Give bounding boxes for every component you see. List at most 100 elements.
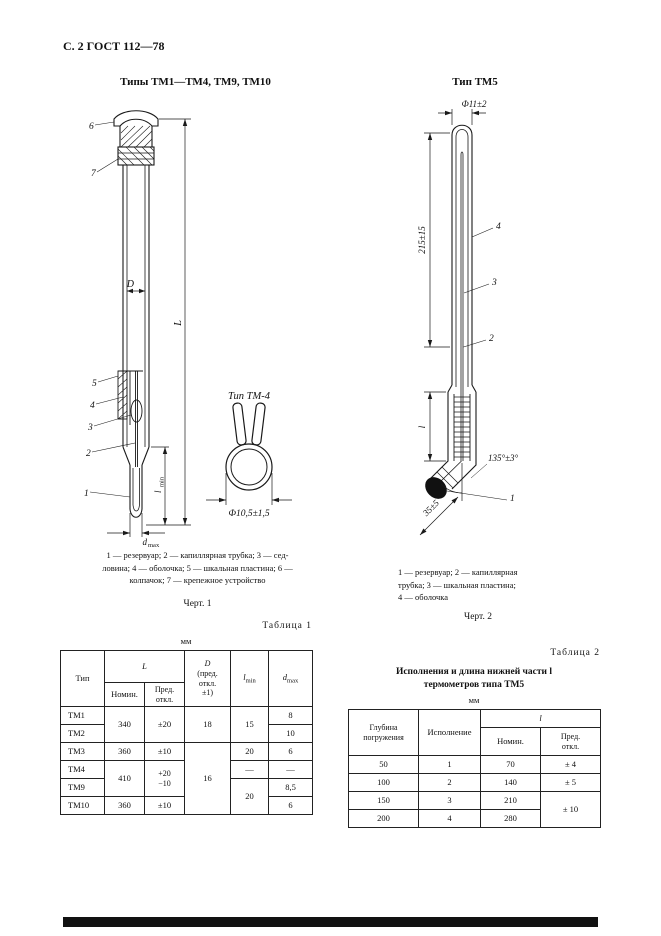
fig2-legend-line: 1 — резервуар; 2 — капиллярная bbox=[398, 567, 518, 577]
cell-type: ТМ1 bbox=[60, 706, 105, 725]
cell: 3 bbox=[418, 791, 481, 810]
table-row: Номин. Пред. откл. bbox=[61, 682, 313, 707]
cell: 8 bbox=[268, 706, 314, 725]
fig2-dim-width: 35±5 bbox=[420, 497, 441, 518]
table-row: Тип L D (пред. откл. ±1) lmin dmax bbox=[60, 650, 314, 707]
cell-type: ТМ3 bbox=[60, 742, 105, 761]
cell: ±20 bbox=[143, 706, 186, 743]
fig1-dim-dmax-sub: max bbox=[148, 542, 160, 549]
fig2-part-label-1: 1 bbox=[510, 494, 515, 504]
fig1-title: Типы ТМ1—ТМ4, ТМ9, ТМ10 bbox=[120, 76, 271, 88]
cell: ±10 bbox=[143, 742, 186, 761]
header-cell: Исполнение bbox=[418, 709, 481, 756]
header-cell: l bbox=[480, 709, 601, 728]
fig2-dimensions bbox=[419, 109, 488, 536]
cell-type: ТМ10 bbox=[60, 796, 105, 815]
fig1-part-label-5: 5 bbox=[92, 379, 97, 389]
table-row: 50 1 70 ± 4 bbox=[348, 755, 601, 774]
table1: Тип L D (пред. откл. ±1) lmin dmax Номин… bbox=[60, 650, 314, 815]
fig1-dim-lmin-sub: min bbox=[159, 476, 166, 487]
fig2-part-leaders bbox=[446, 227, 508, 501]
cell: — bbox=[268, 760, 314, 779]
cell: 340 bbox=[104, 706, 145, 743]
table2-title-line: термометров типа ТМ5 bbox=[423, 680, 525, 690]
fig1-dim-dmax-base: d bbox=[143, 537, 148, 547]
header-cell: Номин. bbox=[480, 727, 541, 756]
cell-type: ТМ2 bbox=[60, 724, 105, 743]
cell: 2 bbox=[418, 773, 481, 792]
fig2-part-label-3: 3 bbox=[491, 278, 497, 288]
fig2-dim-height: 215±15 bbox=[417, 226, 427, 254]
fig1-legend-line: ловина; 4 — оболочка; 5 — шкальная пласт… bbox=[102, 562, 293, 573]
header-cell: L bbox=[103, 650, 186, 683]
cell: 70 bbox=[480, 755, 541, 774]
fig1-dim-lmin-base: l bbox=[153, 490, 163, 493]
cell: 10 bbox=[268, 724, 314, 743]
table1-unit: мм bbox=[180, 636, 192, 646]
fig2-dim-diameter: Ф11±2 bbox=[461, 99, 487, 109]
fig2-part-label-4: 4 bbox=[496, 222, 501, 232]
fig1-part-label-2: 2 bbox=[86, 449, 91, 459]
cell: 6 bbox=[268, 796, 314, 815]
cell: 20 bbox=[230, 742, 270, 761]
cell-type: ТМ4 bbox=[60, 760, 105, 779]
cell: ± 4 bbox=[540, 755, 601, 774]
header-cell: D (пред. откл. ±1) bbox=[184, 650, 232, 707]
table2-title: Исполнения и длина нижней части l термом… bbox=[340, 666, 608, 692]
cell: 15 bbox=[230, 706, 270, 743]
cell: 16 bbox=[184, 742, 232, 815]
table-row: 100 2 140 ± 5 bbox=[348, 773, 601, 792]
fig1-part-label-6: 6 bbox=[89, 122, 94, 132]
cell-type: ТМ9 bbox=[60, 778, 105, 797]
cell: 8,5 bbox=[268, 778, 314, 797]
fig1-drawing: D L l min d max 6 7 5 4 3 2 1 bbox=[84, 110, 292, 549]
table-row: ТМ3 360 ±10 16 20 6 bbox=[60, 742, 314, 815]
fig1-part-label-1: 1 bbox=[84, 489, 89, 499]
fig2-dim-l: l bbox=[418, 425, 428, 428]
fig1-legend: 1 — резервуар; 2 — капиллярная трубка; 3… bbox=[85, 549, 310, 587]
table-row: 200 4 280 bbox=[348, 809, 601, 828]
tm5-reservoir bbox=[425, 477, 447, 499]
fig1-dim-L: L bbox=[173, 320, 184, 327]
fig2-legend-line: трубка; 3 — шкальная пластина; bbox=[398, 579, 516, 590]
thermometer-fastening bbox=[117, 146, 155, 166]
fig2-dim-angle: 135°±3° bbox=[488, 453, 519, 463]
table-row: Номин. Пред. откл. bbox=[349, 727, 601, 756]
table2: Глубина погружения Исполнение l Номин. П… bbox=[348, 709, 601, 828]
thermometer-inner-assembly bbox=[117, 370, 143, 467]
header-cell: lmin bbox=[230, 650, 270, 707]
cell: +20 −10 bbox=[143, 760, 186, 797]
cell: ± 10 bbox=[540, 791, 601, 828]
cell: 360 bbox=[104, 742, 145, 761]
fig1-dim-D: D bbox=[126, 279, 135, 290]
table2-title-line: Исполнения и длина нижней части l bbox=[395, 667, 553, 677]
cell: 100 bbox=[348, 773, 419, 792]
table-row: Глубина погружения Исполнение l bbox=[348, 709, 601, 756]
cell: 360 bbox=[104, 796, 145, 815]
header-cell: Пред. откл. bbox=[540, 727, 601, 756]
cell: 4 bbox=[418, 809, 481, 828]
fig1-legend-line: колпачок; 7 — крепежное устройство bbox=[129, 575, 266, 585]
cell: 6 bbox=[268, 742, 314, 761]
table1-caption: Таблица 1 bbox=[262, 621, 312, 631]
fig1-part-label-3: 3 bbox=[87, 423, 93, 433]
fig1-caption: Черт. 1 bbox=[183, 599, 212, 609]
page-bottom-bar bbox=[63, 917, 598, 927]
fig2-legend-line: 4 — оболочка bbox=[398, 592, 449, 602]
cell: — bbox=[230, 760, 270, 779]
table2-caption: Таблица 2 bbox=[550, 648, 600, 658]
header-cell: Глубина погружения bbox=[348, 709, 419, 756]
tm4-section-title: Тип ТМ-4 bbox=[228, 391, 271, 402]
fig2-legend: 1 — резервуар; 2 — капиллярная трубка; 3… bbox=[398, 566, 558, 604]
fig1-part-label-7: 7 bbox=[91, 169, 97, 179]
fig2-part-label-2: 2 bbox=[489, 334, 494, 344]
cell: 50 bbox=[348, 755, 419, 774]
fig2-title: Тип ТМ5 bbox=[452, 76, 498, 88]
header-cell: Пред. откл. bbox=[143, 682, 186, 707]
fig1-part-label-4: 4 bbox=[90, 401, 95, 411]
fig2-drawing: Ф11±2 215±15 l 35±5 135°±3° 4 3 2 1 bbox=[417, 99, 519, 536]
fig2-caption: Черт. 2 bbox=[464, 612, 492, 622]
tm4-section-view bbox=[206, 402, 292, 505]
cell: 280 bbox=[480, 809, 541, 828]
